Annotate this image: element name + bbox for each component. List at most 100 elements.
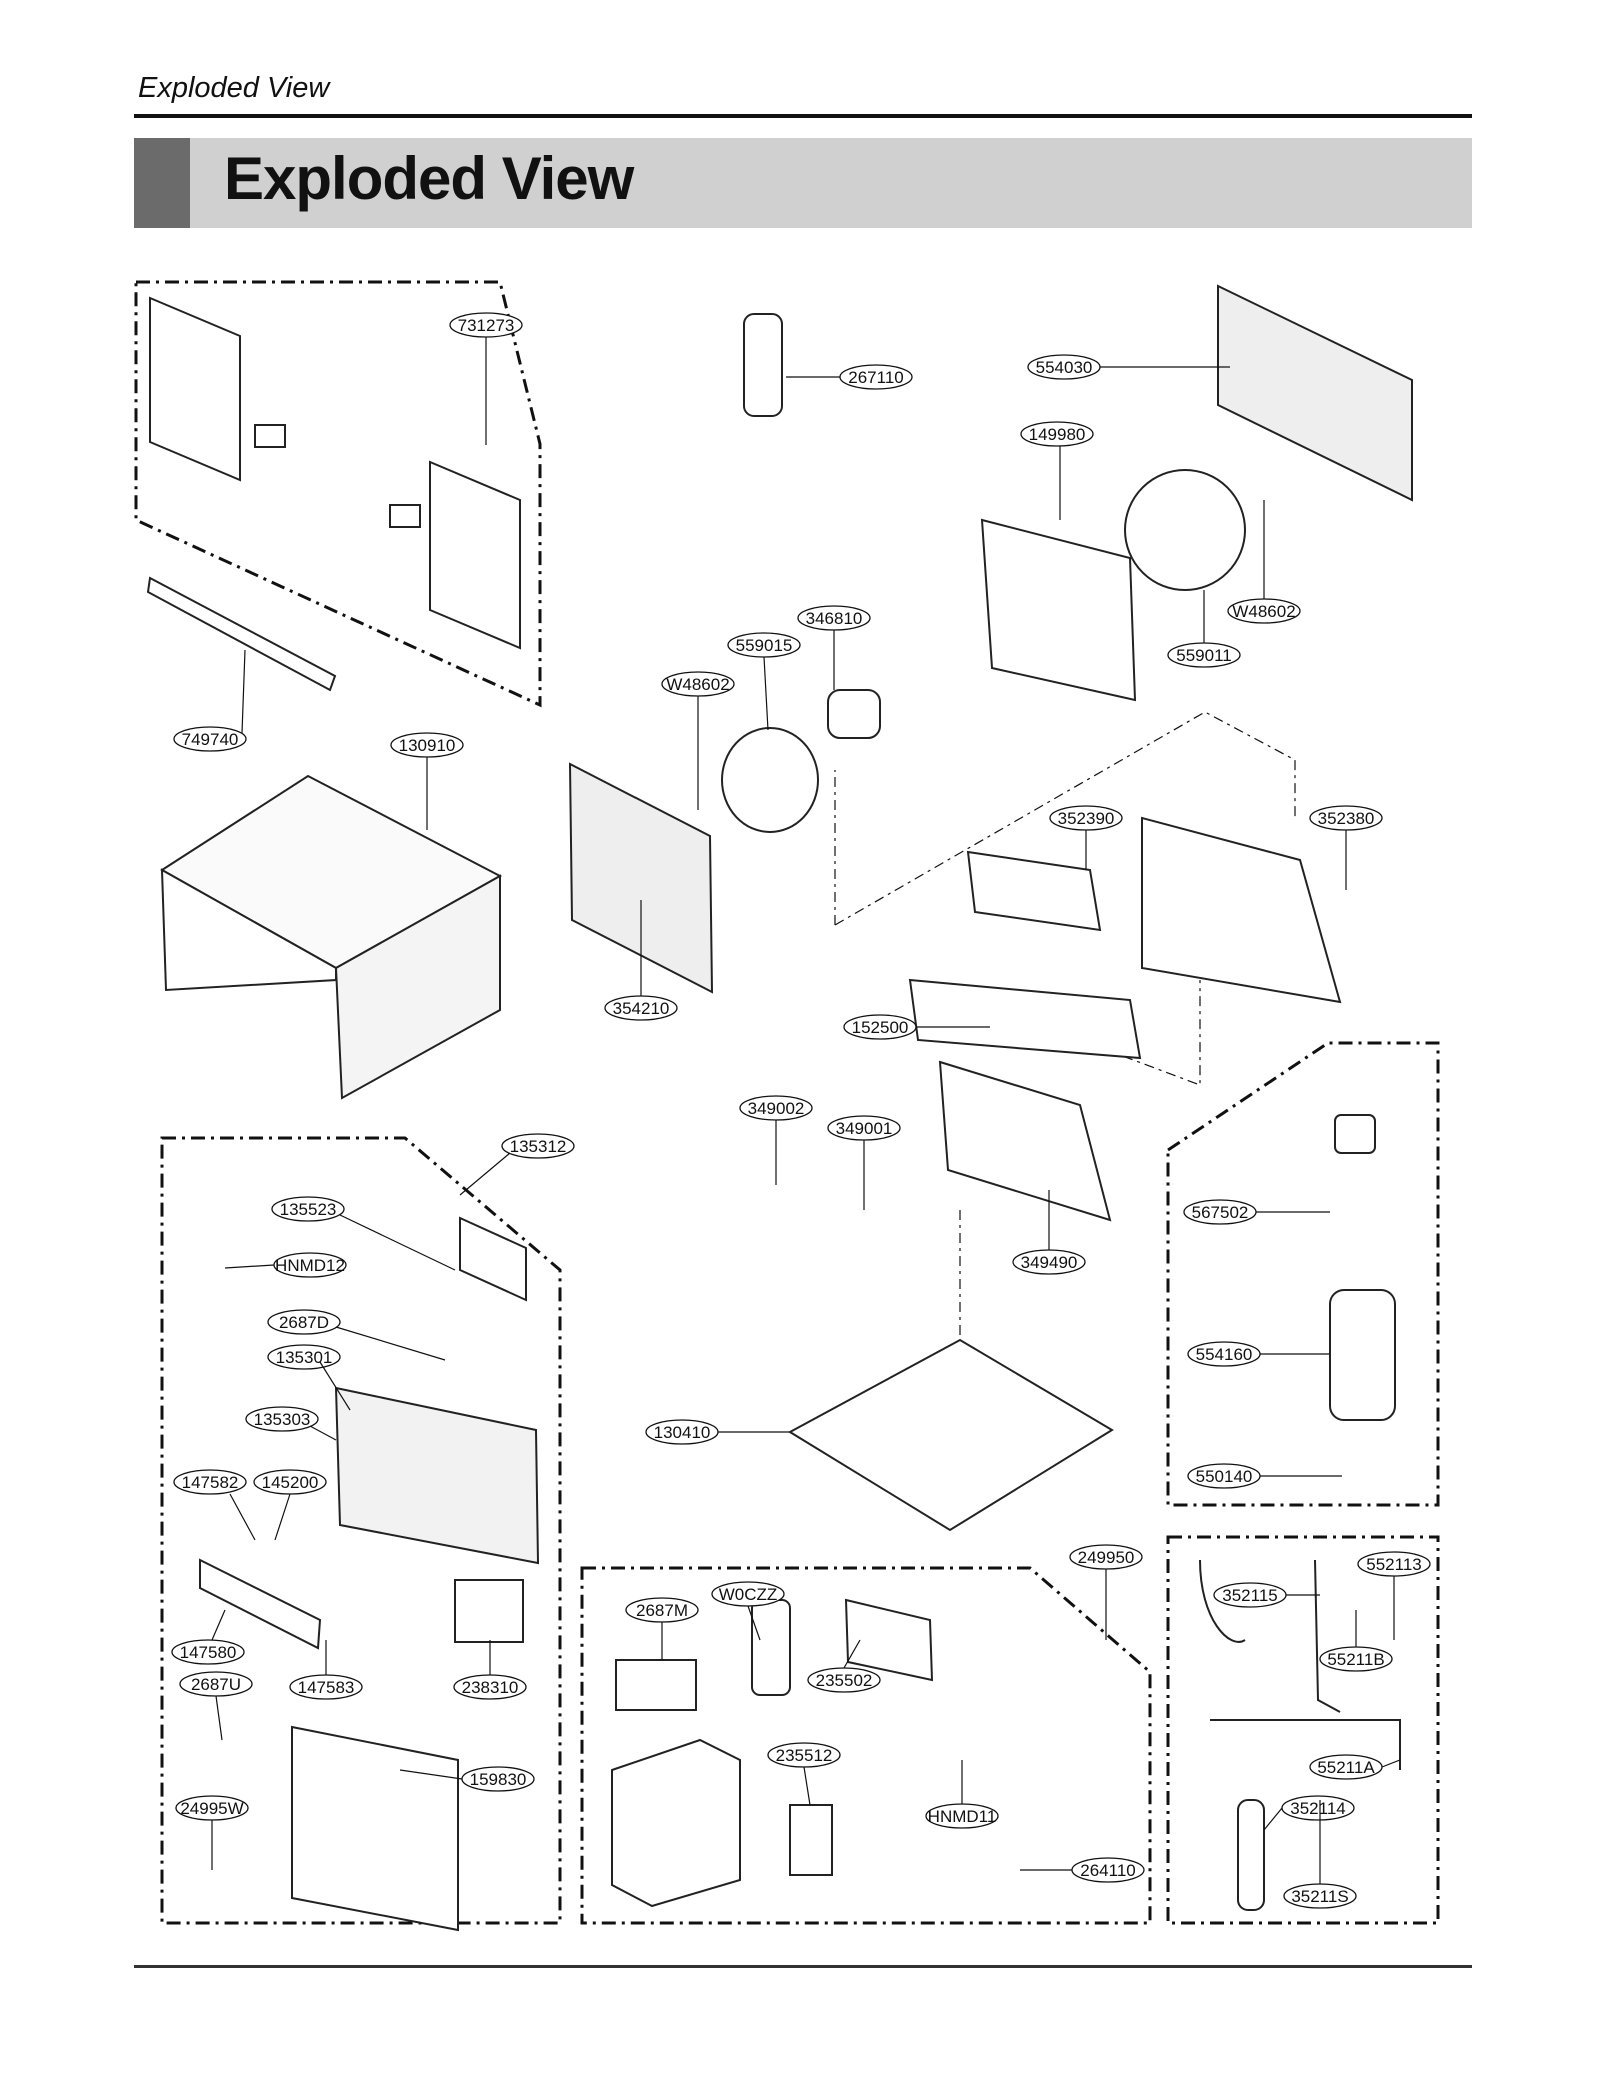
part-number: 550140	[1196, 1467, 1253, 1486]
part-number: 55211B	[1327, 1650, 1384, 1669]
part-label: 352114	[1281, 1795, 1355, 1821]
compressor	[1329, 1289, 1396, 1421]
part-number: 130410	[654, 1423, 711, 1442]
part-number: 349002	[748, 1099, 805, 1118]
running-header: Exploded View	[138, 72, 330, 104]
section-title-tab	[134, 138, 190, 228]
part-label: 152500	[843, 1014, 917, 1040]
condenser-fan	[1124, 469, 1246, 591]
part-label: 552113	[1357, 1551, 1431, 1577]
leader-line	[319, 1361, 351, 1411]
part-number: 349001	[836, 1119, 893, 1138]
cabinet-left	[160, 868, 337, 992]
front-grille	[334, 1386, 540, 1565]
part-number: 235512	[776, 1746, 833, 1765]
part-label: 147580	[171, 1639, 245, 1665]
part-label: 749740	[173, 726, 247, 752]
leader-line	[339, 1214, 456, 1271]
part-number: 731273	[458, 316, 515, 335]
part-label: 135523	[271, 1196, 345, 1222]
part-number: 24995W	[180, 1799, 243, 1818]
part-number: 145200	[262, 1473, 319, 1492]
leader-line	[1381, 1759, 1401, 1768]
part-number: 135303	[254, 1410, 311, 1429]
part-number: HNMD11	[928, 1807, 997, 1826]
part-number: W0CZZ	[719, 1585, 778, 1604]
part-number: 2687D	[279, 1313, 329, 1332]
part-number: 2687M	[636, 1601, 688, 1620]
part-label: 235512	[767, 1742, 841, 1768]
barrier	[938, 1060, 1112, 1222]
assembly-guide-line	[834, 711, 1296, 926]
part-number: 149980	[1029, 425, 1086, 444]
leader-line	[229, 1493, 256, 1541]
part-label: 249950	[1069, 1544, 1143, 1570]
foam-strip	[146, 576, 337, 692]
part-label: 55211B	[1319, 1646, 1393, 1672]
part-number: 264110	[1080, 1861, 1135, 1880]
condenser-coil	[1217, 284, 1413, 502]
part-number: 2687U	[191, 1675, 241, 1694]
base-pan	[787, 1338, 1114, 1532]
part-label: 567502	[1183, 1199, 1257, 1225]
part-number: 152500	[852, 1018, 909, 1037]
part-label: 559015	[727, 632, 801, 658]
part-label: HNMD11	[925, 1803, 999, 1829]
part-number: 346810	[806, 609, 863, 628]
part-number: 567502	[1192, 1203, 1249, 1222]
remote-control	[743, 313, 783, 417]
part-label: 554160	[1187, 1341, 1261, 1367]
part-label: 147583	[289, 1674, 363, 1700]
frame-control-section	[160, 1136, 562, 1925]
part-number: 554030	[1036, 358, 1093, 377]
part-label: 349001	[827, 1115, 901, 1141]
capacitor	[751, 1599, 791, 1696]
fan-motor	[827, 689, 881, 739]
part-label: 554030	[1027, 354, 1101, 380]
part-number: 135301	[276, 1348, 333, 1367]
leader-line	[747, 1605, 761, 1641]
discharge-pipe	[1314, 1559, 1341, 1713]
leader-line	[843, 1639, 861, 1669]
part-number: 559015	[736, 636, 793, 655]
part-number: 238310	[462, 1678, 519, 1697]
main-pcb	[615, 1659, 697, 1711]
part-label: 135303	[245, 1406, 319, 1432]
part-number: HNMD12	[275, 1256, 345, 1275]
terminal-cover	[844, 1598, 934, 1682]
section-title-bar: Exploded View	[134, 138, 1472, 228]
header-rule	[134, 114, 1472, 118]
part-label: 550140	[1187, 1463, 1261, 1489]
part-number: 235502	[816, 1671, 873, 1690]
part-label: 349490	[1012, 1249, 1086, 1275]
part-number: 130910	[399, 736, 456, 755]
part-number: 749740	[182, 730, 239, 749]
leader-line	[309, 1425, 337, 1441]
frame-installation-kit	[134, 280, 542, 708]
section-title: Exploded View	[224, 145, 634, 212]
cabinet-side	[334, 874, 501, 1100]
leader-line	[1263, 1807, 1283, 1831]
part-number: 249950	[1078, 1548, 1135, 1567]
part-number: 55211A	[1317, 1758, 1375, 1777]
accumulator	[1237, 1799, 1265, 1911]
part-number: 159830	[470, 1770, 527, 1789]
part-number: 552113	[1366, 1555, 1421, 1574]
orifice-plate	[908, 978, 1142, 1060]
leader-line	[211, 1609, 226, 1641]
part-label: 149980	[1020, 421, 1094, 447]
part-label: 346810	[797, 605, 871, 631]
part-label: W48602	[1227, 598, 1301, 624]
footer-rule	[134, 1965, 1472, 1968]
air-guide	[1141, 816, 1342, 1004]
mounting-bracket-b	[389, 504, 421, 528]
part-label: 2687U	[179, 1671, 253, 1697]
part-label: 267110	[839, 364, 913, 390]
leader-line	[399, 1769, 463, 1780]
part-number: 354210	[613, 999, 670, 1018]
part-label: 352115	[1213, 1582, 1287, 1608]
part-label: 2687D	[267, 1309, 341, 1335]
part-label: 354210	[604, 995, 678, 1021]
leader-line	[459, 1152, 511, 1196]
leader-line	[803, 1766, 811, 1806]
